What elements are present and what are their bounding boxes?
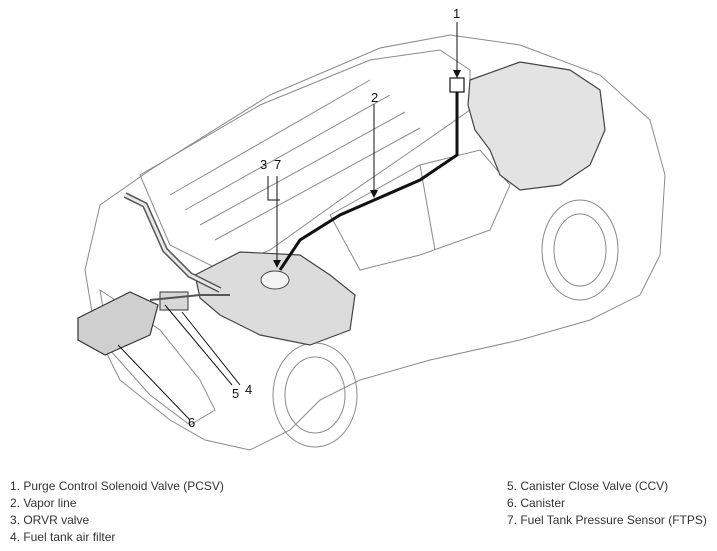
- engine-block: [467, 61, 606, 191]
- side-windows: [329, 149, 511, 271]
- callout-7: 7: [274, 157, 282, 172]
- fuel-tank: [194, 251, 356, 346]
- rear-bumper: [99, 288, 216, 426]
- vehicle-illustration: [77, 22, 666, 451]
- legend-item-ftps: 7. Fuel Tank Pressure Sensor (FTPS): [507, 513, 707, 527]
- car-body-outline: [84, 34, 666, 451]
- legend-item-pcsv: 1. Purge Control Solenoid Valve (PCSV): [10, 479, 224, 493]
- front-wheel: [541, 199, 619, 301]
- callout-3: 3: [260, 157, 268, 172]
- vapor-line: [278, 92, 459, 271]
- legend-item-air-filter: 4. Fuel tank air filter: [10, 530, 116, 544]
- legend-item-vapor-line: 2. Vapor line: [10, 496, 77, 510]
- callout-5: 5: [232, 386, 240, 401]
- legend-item-canister: 6. Canister: [507, 496, 566, 510]
- legend-left: 1. Purge Control Solenoid Valve (PCSV) 2…: [10, 478, 224, 546]
- callout-6: 6: [188, 415, 196, 430]
- canister: [77, 291, 159, 356]
- callout-4: 4: [245, 382, 253, 397]
- purge-control-solenoid-valve: [449, 77, 465, 93]
- rear-wheel: [272, 342, 358, 448]
- callout-1: 1: [453, 6, 461, 21]
- callout-2: 2: [371, 90, 379, 105]
- legend-item-orvr-valve: 3. ORVR valve: [10, 513, 90, 527]
- canister-close-valve: [159, 291, 189, 311]
- legend-item-ccv: 5. Canister Close Valve (CCV): [507, 479, 669, 493]
- legend-right: 5. Canister Close Valve (CCV) 6. Caniste…: [507, 478, 707, 529]
